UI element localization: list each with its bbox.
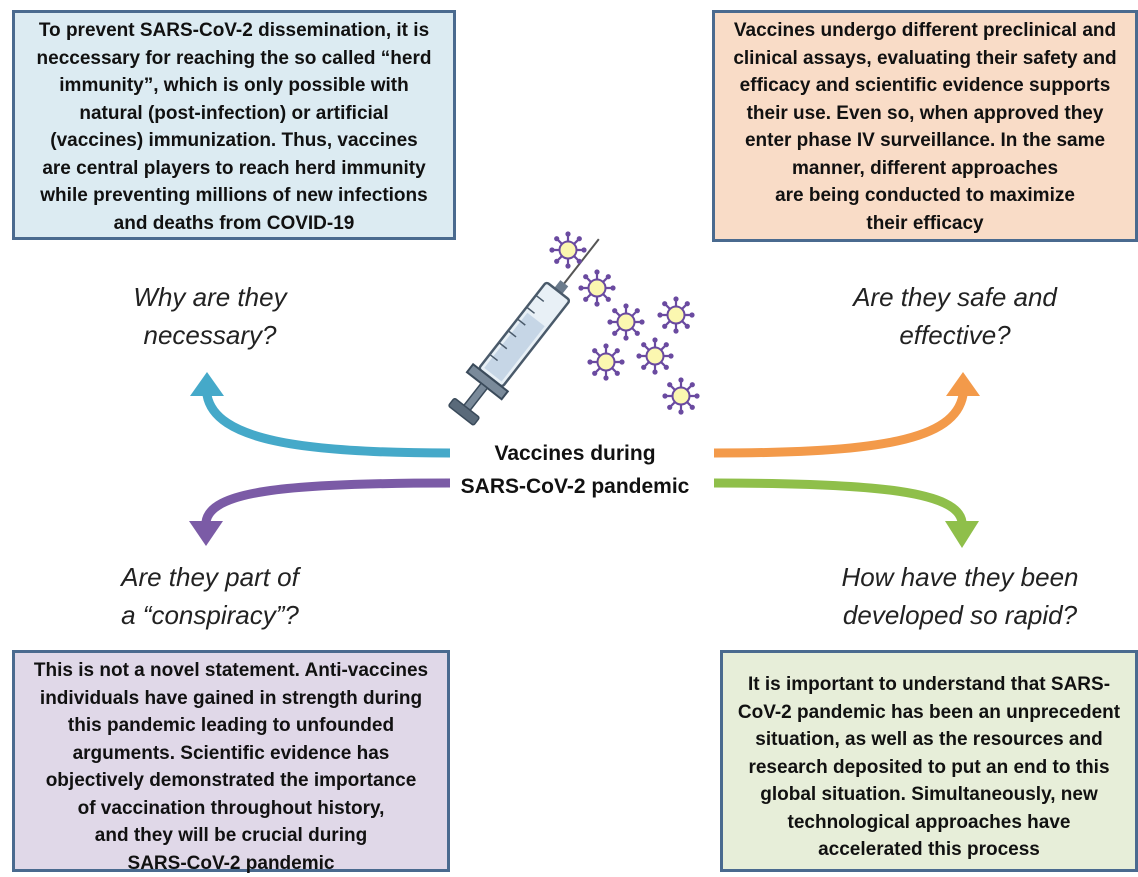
center-title: Vaccines during SARS-CoV-2 pandemic (460, 442, 690, 498)
question-why-necessary: Why are they necessary? (133, 282, 287, 350)
arrow-top-right (713, 372, 980, 458)
box-safe-effective: Vaccines undergo different preclinical a… (712, 10, 1138, 242)
question-safe-effective: Are they safe and effective? (853, 282, 1057, 350)
box-developed-rapidly: It is important to understand that SARS-… (720, 650, 1138, 872)
box-why-necessary: To prevent SARS-CoV-2 dissemination, it … (12, 10, 456, 240)
question-developed-rapidly: How have they been developed so rapid? (841, 562, 1079, 630)
arrow-top-left (190, 372, 451, 458)
virus-icon (548, 230, 701, 416)
arrow-bottom-right (713, 478, 979, 548)
arrow-bottom-left (189, 478, 451, 546)
question-conspiracy: Are they part of a “conspiracy”? (121, 562, 299, 630)
box-conspiracy: This is not a novel statement. Anti-vacc… (12, 650, 450, 874)
syringe-icon (448, 238, 600, 426)
